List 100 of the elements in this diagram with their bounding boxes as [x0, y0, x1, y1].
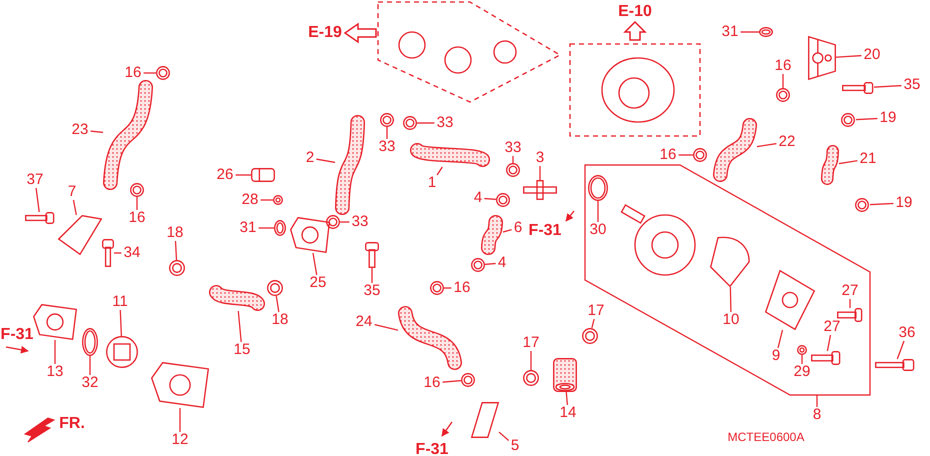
leader-line: [72, 200, 77, 216]
callout-number: 16: [454, 280, 470, 296]
leader-line: [90, 130, 104, 133]
callout-number: 35: [364, 283, 380, 299]
callout-number: 17: [588, 303, 604, 319]
callout-number: 14: [560, 405, 576, 421]
hose-clamp-drawing: [471, 258, 485, 272]
hose-clamp-drawing: [855, 198, 869, 212]
callout-number: 13: [46, 364, 64, 380]
callout-number: 15: [234, 342, 250, 358]
leader-line: [591, 318, 595, 328]
leader-line: [530, 351, 532, 370]
hose-clamp-drawing: [506, 163, 520, 177]
leader-line: [816, 395, 818, 407]
leader-line: [238, 310, 242, 342]
callout-number: 6: [514, 220, 522, 236]
leader-line: [36, 188, 40, 212]
leader-line: [849, 299, 851, 308]
callout-number: 5: [510, 438, 520, 454]
leader-line: [801, 355, 803, 364]
hose-clamp-drawing: [326, 215, 340, 229]
hose-clamp-drawing: [582, 328, 598, 344]
leader-line: [442, 380, 462, 383]
callout-number: 8: [812, 407, 822, 423]
callout-number: 34: [124, 245, 140, 261]
o-ring-drawing: [759, 27, 773, 37]
callout-number: 4: [498, 255, 506, 271]
housing-drawing: [150, 362, 210, 408]
reference-label: F-31: [416, 441, 448, 456]
leader-line: [340, 221, 350, 223]
hose-clamp-drawing: [156, 66, 170, 80]
leader-line: [444, 287, 452, 289]
hose-clamp-drawing: [130, 183, 144, 197]
housing-drawing: [32, 304, 78, 340]
leader-line: [826, 334, 832, 352]
leader-line: [120, 310, 122, 336]
callout-number: 25: [310, 275, 326, 291]
drawing-code: MCTEE0600A: [728, 430, 804, 444]
hose-drawing: [821, 145, 839, 185]
leader-line: [374, 324, 398, 331]
hose-clamp-drawing: [776, 88, 790, 102]
hose-clamp-drawing: [693, 148, 707, 162]
reference-label: F-31: [0, 326, 34, 344]
leader-line: [730, 286, 732, 312]
callout-number: 33: [378, 139, 396, 155]
leader-line: [144, 72, 156, 74]
bolt-drawing: [102, 239, 114, 267]
callout-number: 23: [72, 122, 88, 138]
callout-number: 31: [240, 220, 256, 236]
leader-line: [258, 227, 274, 229]
callout-number: 19: [880, 110, 896, 126]
leader-line: [874, 85, 902, 88]
callout-number: 9: [772, 348, 780, 364]
bolt-drawing: [25, 212, 54, 224]
o-ring-drawing: [588, 175, 608, 201]
leader-line: [502, 229, 512, 233]
hose-drawing: [713, 118, 757, 182]
housing-drawing: [290, 217, 330, 254]
leader-line: [386, 127, 388, 139]
reference-label: E-10: [618, 3, 652, 21]
leader-line: [870, 202, 894, 206]
leader-line: [838, 160, 858, 164]
callout-number: 33: [436, 115, 454, 131]
hose-clamp-drawing: [430, 281, 444, 295]
reference-label: E-19: [308, 24, 342, 42]
callout-number: 16: [124, 65, 142, 81]
leader-line: [371, 268, 373, 283]
callout-number: 21: [860, 151, 876, 167]
leader-line: [417, 122, 434, 124]
callout-number: 19: [896, 195, 912, 211]
hose-clamp-drawing: [403, 116, 417, 130]
leader-line: [566, 392, 568, 406]
washer-drawing: [797, 345, 807, 355]
hose-clamp-drawing: [523, 370, 539, 386]
callout-number: 37: [26, 172, 44, 188]
hose-drawing: [398, 306, 462, 370]
leader-line: [316, 158, 336, 163]
hose-drawing: [553, 358, 577, 392]
gasket-drawing: [710, 236, 750, 287]
leader-line: [276, 296, 280, 312]
callout-number: 35: [904, 77, 920, 93]
leader-line: [756, 143, 776, 148]
leader-line: [114, 252, 122, 254]
reference-label: F-31: [528, 222, 562, 240]
leader-line: [236, 174, 251, 176]
leader-line: [312, 252, 318, 276]
callout-number: 22: [778, 134, 796, 150]
bolt-drawing: [875, 359, 914, 371]
leader-line: [782, 74, 784, 88]
sensor-drawing: [251, 168, 275, 182]
hose-drawing: [103, 80, 153, 190]
callout-number: 16: [660, 147, 676, 163]
leader-line: [484, 262, 496, 265]
hose-drawing: [335, 115, 365, 215]
hose-clamp-drawing: [461, 373, 475, 387]
callout-number: 29: [794, 364, 810, 380]
t-joint-drawing: [523, 180, 557, 200]
bolt-drawing: [842, 82, 874, 94]
callout-number: 30: [590, 222, 606, 238]
hose-drawing: [209, 285, 265, 311]
